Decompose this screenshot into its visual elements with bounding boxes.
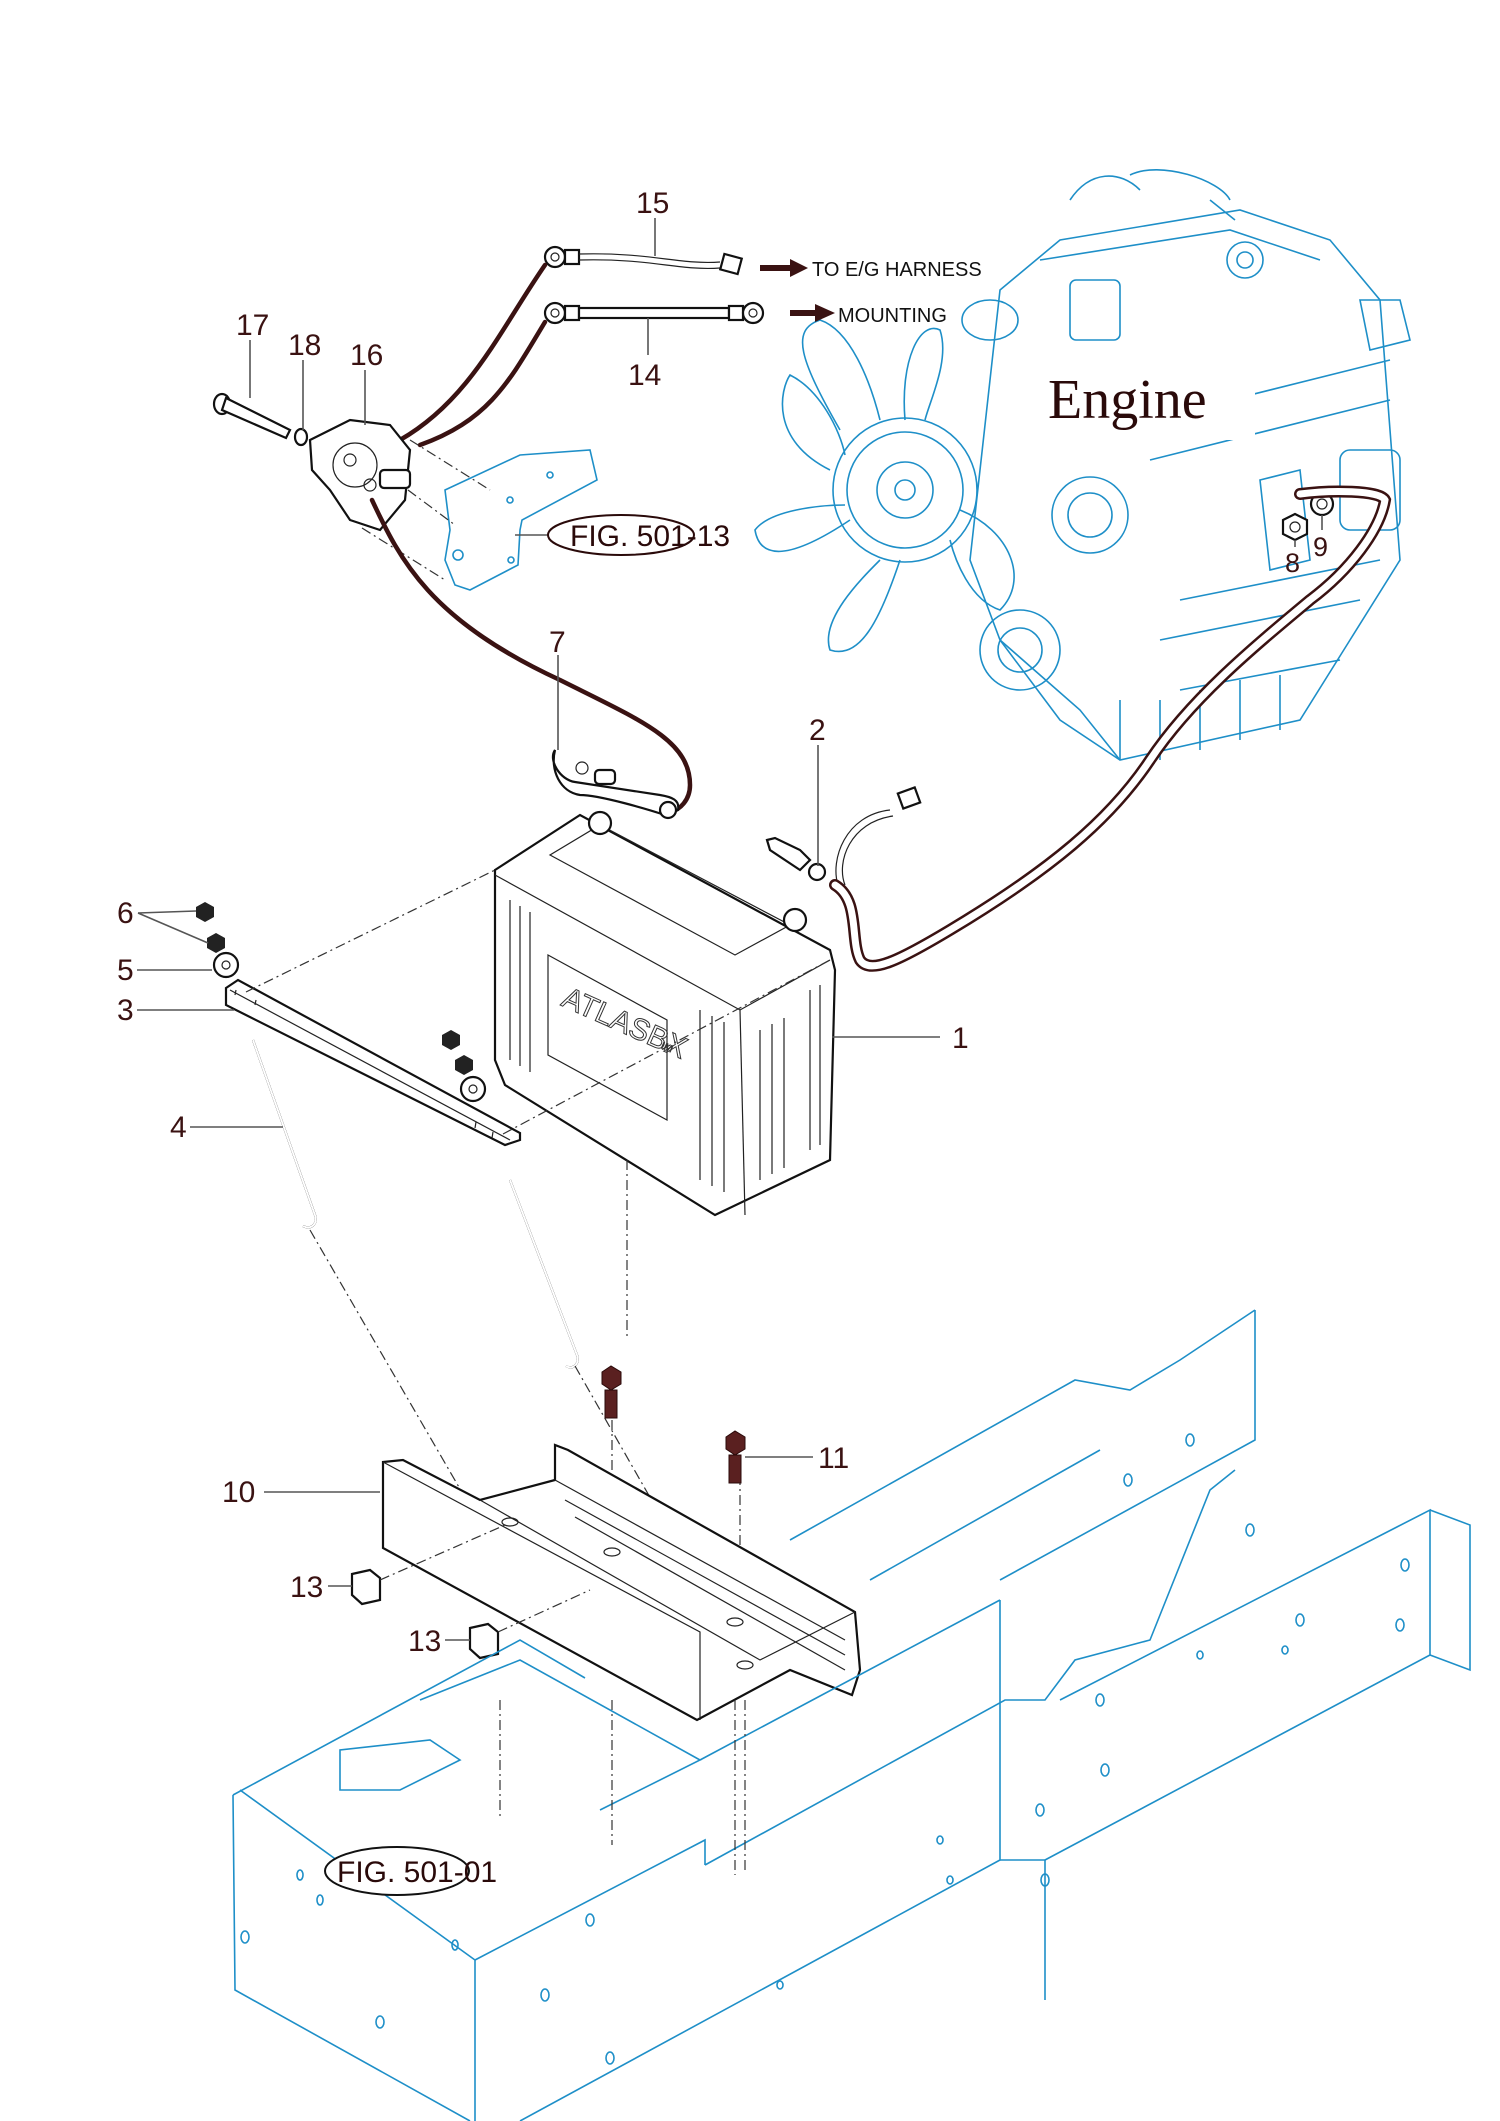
callout-4: 4 bbox=[170, 1111, 187, 1144]
cable-switch-to-strap bbox=[417, 319, 548, 448]
negative-terminal-cable bbox=[765, 785, 922, 886]
edge-trim-a bbox=[350, 1568, 382, 1606]
callout-13a: 13 bbox=[290, 1571, 323, 1604]
callout-14: 14 bbox=[628, 359, 661, 392]
edge-trim-b bbox=[468, 1622, 500, 1660]
callout-10: 10 bbox=[222, 1476, 255, 1509]
callout-2: 2 bbox=[809, 714, 826, 747]
engine-nut bbox=[1281, 512, 1309, 542]
harness-cable bbox=[543, 245, 744, 276]
callout-16: 16 bbox=[350, 339, 383, 372]
switch-washer bbox=[293, 427, 309, 447]
callout-5: 5 bbox=[117, 954, 134, 987]
tray-bolt-left bbox=[601, 1365, 622, 1419]
callout-11: 11 bbox=[818, 1442, 849, 1475]
hook-rod-left bbox=[251, 1039, 317, 1229]
clamp-nuts-left bbox=[196, 902, 240, 979]
switch-bolt bbox=[212, 392, 292, 440]
fig-ref-frame-ellipse bbox=[324, 1846, 470, 1896]
clamp-nuts-right bbox=[442, 1030, 487, 1103]
battery-brand-suffix: IM bbox=[659, 1040, 675, 1056]
switch-bracket bbox=[444, 449, 598, 591]
callout-18: 18 bbox=[288, 329, 321, 362]
fig-ref-bracket-ellipse bbox=[547, 514, 695, 556]
cable-switch-to-battery bbox=[369, 497, 693, 815]
cable-switch-to-harness bbox=[397, 262, 548, 443]
positive-terminal-cable bbox=[551, 749, 680, 820]
tray-bolt bbox=[725, 1430, 746, 1484]
fig-ref-frame: FIG. 501-01 bbox=[337, 1856, 497, 1889]
engine-fan bbox=[754, 319, 1015, 653]
hook-rod-right bbox=[508, 1179, 579, 1369]
engine-label-box bbox=[1030, 355, 1255, 440]
battery-clamp-bar bbox=[224, 978, 522, 1147]
arrow-mounting bbox=[790, 304, 835, 322]
callout-7: 7 bbox=[549, 626, 566, 659]
battery: ATLASBX IM bbox=[493, 810, 837, 1217]
callout-6: 6 bbox=[117, 897, 134, 930]
ground-strap bbox=[543, 301, 765, 325]
callout-8: 8 bbox=[1285, 548, 1300, 578]
callout-17: 17 bbox=[236, 309, 269, 342]
battery-switch bbox=[308, 418, 412, 532]
note-to-harness: TO E/G HARNESS bbox=[812, 259, 982, 281]
callout-9: 9 bbox=[1313, 532, 1328, 562]
callout-1: 1 bbox=[952, 1022, 969, 1055]
callout-3: 3 bbox=[117, 994, 134, 1027]
note-mounting: MOUNTING bbox=[838, 305, 947, 327]
battery-tray bbox=[381, 1443, 862, 1722]
machine-frame bbox=[232, 1309, 1471, 2121]
battery-ribs bbox=[509, 900, 821, 1192]
callout-13b: 13 bbox=[408, 1625, 441, 1658]
engine-label: Engine bbox=[1048, 369, 1207, 431]
arrow-to-harness bbox=[760, 259, 808, 277]
callout-15: 15 bbox=[636, 187, 669, 220]
engine-block bbox=[961, 169, 1411, 761]
fig-ref-bracket: FIG. 501-13 bbox=[570, 520, 730, 553]
engine-illustration: Engine 8 9 bbox=[754, 169, 1411, 761]
